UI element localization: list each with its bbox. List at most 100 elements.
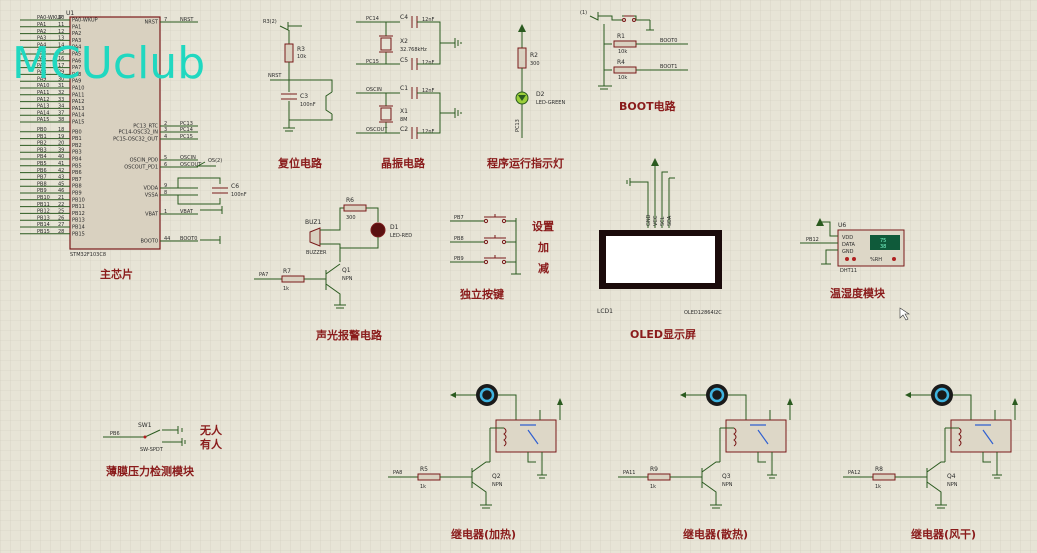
reset-nrst-net: NRST (268, 73, 282, 79)
npn-transistor[interactable] (670, 461, 722, 509)
mcu-pin-net: PA11 (37, 90, 49, 96)
x2-val: 32.768kHz (400, 47, 427, 53)
mcu-pin-number: 18 (58, 127, 64, 133)
mcu-pin-net: PA8 (37, 70, 46, 76)
c5-val: 12nF (422, 60, 435, 66)
x2-crystal[interactable] (380, 37, 392, 51)
mcu-right-pin-number: 9 (164, 183, 167, 189)
motor-icon[interactable] (706, 384, 728, 406)
mcu-pin-net: PB1 (37, 134, 47, 140)
lcd1-ref: LCD1 (597, 308, 613, 315)
mcu-right-pin-name: VDDA (144, 186, 159, 192)
mcu-pin-number: 29 (58, 70, 64, 76)
mcu-pin-net: PA15 (37, 117, 49, 123)
key-button[interactable] (484, 255, 506, 259)
mcu-right-pin-net: BOOT0 (180, 236, 197, 242)
dht11-button-left[interactable] (845, 257, 849, 261)
buz1-val: BUZZER (306, 250, 327, 256)
r2-resistor[interactable] (517, 47, 527, 69)
mcu-pin-net: PB4 (37, 154, 47, 160)
relay-transistor-ref: Q3 (722, 473, 731, 480)
d1-led-red[interactable] (370, 222, 386, 238)
npn-transistor[interactable] (895, 461, 947, 509)
mcu-pin-net: PA5 (37, 49, 46, 55)
motor-supply-arrow-icon (450, 392, 456, 398)
r6-resistor[interactable] (343, 204, 367, 212)
r4-resistor[interactable] (613, 66, 637, 74)
oled-screen[interactable] (606, 236, 715, 283)
motor-supply-arrow-icon (905, 392, 911, 398)
mcu-right-pin-name: PC13_RTC (133, 124, 158, 130)
section-run-led: 程序运行指示灯 (487, 156, 564, 170)
reset-circuit[interactable]: R3(2) R3 10k NRST C3 100nF 复位电路 (263, 19, 333, 170)
mcu-pin-number: 20 (58, 141, 64, 147)
x1-crystal[interactable] (380, 107, 392, 121)
run-led-circuit[interactable]: R2 300 D2 LED-GREEN PC13 程序运行指示灯 (487, 24, 565, 170)
mcu-pin-name: PA1 (72, 24, 81, 30)
r1-val: 10k (618, 49, 627, 55)
c3-val: 100nF (300, 102, 316, 108)
key-button[interactable] (484, 235, 506, 239)
crystal-circuit[interactable]: PC14 PC15 OSCIN OSCOUT X2 32.768kHz C4 1… (356, 14, 462, 170)
mcu-pin-number: 14 (58, 42, 64, 48)
mcu-pin-name: PA5 (72, 52, 81, 58)
mcu-right-pin-net: PC15 (180, 134, 193, 140)
mcu-pin-number: 42 (58, 168, 64, 174)
mcu-pin-name: PA6 (72, 58, 81, 64)
relay-base-resistor[interactable] (872, 473, 896, 481)
r2-ref: R2 (530, 52, 538, 59)
section-crystal: 晶振电路 (381, 156, 426, 170)
mcu-right-pin-number: 3 (164, 127, 167, 133)
temp-humi-module[interactable]: U6 VDD DATA GND 75 38 %RH DHT11 PB12 温湿度… (800, 218, 905, 300)
u6-val: DHT11 (840, 268, 857, 274)
buzzer-alarm-circuit[interactable]: BUZ1 BUZZER R6 300 D1 LED-RED PA7 R7 1k … (254, 197, 412, 342)
u6-ref: U6 (838, 222, 846, 229)
boot-net-boot0: BOOT0 (660, 38, 677, 44)
mcu-pin-number: 30 (58, 76, 64, 82)
r1-resistor[interactable] (613, 40, 637, 48)
c2-ref: C2 (400, 126, 408, 133)
dht11-button-right[interactable] (852, 257, 856, 261)
buzzer-icon[interactable] (309, 227, 321, 247)
watermark-logo: MCUclub (12, 38, 205, 89)
sw1-ref: SW1 (138, 422, 152, 429)
mcu-pin-name: PB4 (72, 157, 82, 163)
mcu-body[interactable] (69, 16, 161, 250)
relay-resistor-ref: R9 (650, 466, 658, 473)
pressure-module[interactable]: SW1 PB6 SW-SPDT 无人 有人 薄膜压力检测模块 (103, 422, 223, 478)
osc-probe: OS(2) (208, 158, 222, 164)
sw1-val: SW-SPDT (140, 447, 164, 453)
r7-resistor[interactable] (281, 275, 305, 283)
relay-resistor-ref: R5 (420, 466, 428, 473)
key-button[interactable] (484, 214, 506, 218)
xtal-net-pc14: PC14 (366, 16, 379, 22)
mcu-pin-name: PB0 (72, 129, 82, 135)
motor-icon[interactable] (931, 384, 953, 406)
npn-transistor[interactable] (440, 461, 492, 509)
relay-vcc-arrow-icon (1012, 398, 1018, 405)
relay-base-resistor[interactable] (647, 473, 671, 481)
mcu-pin-number: 43 (58, 175, 64, 181)
dht11-button-3[interactable] (892, 257, 896, 261)
relay-base-resistor[interactable] (417, 473, 441, 481)
motor-icon[interactable] (476, 384, 498, 406)
d1-ref: D1 (390, 224, 399, 231)
key-net: PB8 (454, 236, 464, 242)
relay-transistor-ref: Q2 (492, 473, 501, 480)
r3-resistor[interactable] (284, 43, 294, 63)
boot-circuit[interactable]: (1) R1 10k R4 10k BOOT0 BOOT1 BOOT电路 (580, 10, 688, 113)
oled-pin-label: SCL (660, 216, 666, 226)
c6-ref: C6 (231, 183, 239, 190)
oled-pin-label: VCC (653, 215, 659, 226)
mcu-pin-number: 22 (58, 202, 64, 208)
mcu-pin-number: 15 (58, 49, 64, 55)
mcu-pin-name: PA8 (72, 72, 81, 78)
